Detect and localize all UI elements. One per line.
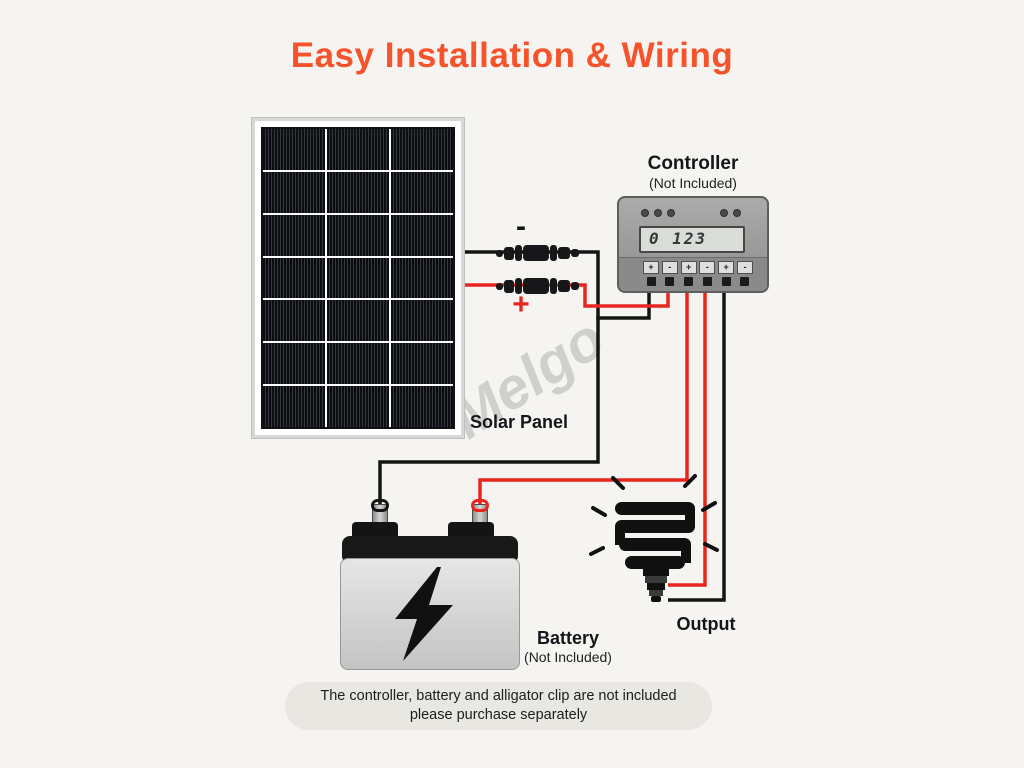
led-icon	[667, 209, 675, 217]
connector-barrel	[504, 246, 514, 260]
solar-cell	[263, 343, 325, 385]
connector-tip	[496, 282, 503, 290]
battery-subtitle: (Not Included)	[524, 649, 612, 665]
solar-cell	[327, 214, 389, 256]
led-icon	[733, 209, 741, 217]
connector-barrel	[504, 279, 514, 293]
solar-cell	[263, 129, 325, 170]
solar-cell	[327, 129, 389, 170]
page-title: Easy Installation & Wiring	[290, 36, 734, 75]
solar-cell	[327, 300, 389, 342]
connector-nut	[515, 278, 522, 294]
terminal-mark: -	[736, 261, 753, 274]
mc4-connector-positive	[496, 278, 579, 294]
solar-cell	[391, 257, 453, 299]
terminal-mark: +	[680, 261, 697, 274]
wire-battery-positive	[478, 288, 689, 506]
wire-load-positive	[668, 288, 707, 587]
solar-cell	[391, 386, 453, 427]
solar-cell	[263, 257, 325, 299]
connector-nut	[550, 245, 557, 261]
connector-tip	[496, 249, 503, 257]
solar-cell	[263, 300, 325, 342]
led-icon	[641, 209, 649, 217]
solar-panel-label: Solar Panel	[470, 412, 569, 432]
battery-label: Battery (Not Included)	[498, 628, 638, 665]
solar-cell	[327, 343, 389, 385]
battery	[340, 558, 520, 670]
terminal: +	[718, 261, 735, 286]
connector-nut	[515, 245, 522, 261]
terminal: +	[643, 261, 659, 286]
controller-device: 0 123 + - + - + -	[617, 196, 769, 293]
terminal: +	[680, 261, 697, 286]
terminal-screw-icon	[740, 277, 750, 286]
terminal-mark: -	[699, 261, 716, 274]
connector-nut	[550, 278, 557, 294]
terminal-mark: +	[643, 261, 659, 274]
minus-sign-label: -	[516, 210, 526, 243]
mc4-connector-negative	[496, 245, 579, 261]
terminal-mark: +	[718, 261, 735, 274]
cfl-bulb-icon	[589, 474, 719, 602]
battery-title: Battery	[536, 628, 600, 648]
output-label: Output	[676, 614, 736, 634]
controller-display: 0 123	[639, 226, 745, 253]
battery-terminal-cap	[352, 522, 398, 540]
solar-cell	[391, 171, 453, 213]
connector-barrel	[558, 280, 570, 292]
controller-leds-left	[641, 209, 675, 217]
solar-cell	[391, 343, 453, 385]
controller-terminals: + - + - + -	[643, 261, 753, 286]
connector-tip	[571, 282, 579, 290]
plus-sign-label: +	[512, 288, 530, 321]
solar-cell	[327, 386, 389, 427]
terminal-screw-icon	[646, 277, 656, 286]
terminal-screw-icon	[665, 277, 675, 286]
negative-clip-icon	[371, 499, 389, 512]
solar-cell	[391, 300, 453, 342]
terminal: -	[699, 261, 716, 286]
lightning-bolt-icon	[395, 567, 453, 661]
connector-barrel	[558, 247, 570, 259]
terminal: -	[736, 261, 753, 286]
terminal-mark: -	[661, 261, 678, 274]
positive-clip-icon	[471, 499, 489, 512]
terminal-screw-icon	[702, 277, 712, 286]
solar-panel-cells	[261, 127, 455, 429]
led-icon	[720, 209, 728, 217]
terminal: -	[661, 261, 678, 286]
solar-cell	[327, 171, 389, 213]
controller-terminal-strip: + - + - + -	[619, 257, 767, 291]
solar-panel	[252, 118, 464, 438]
footer-note: The controller, battery and alligator cl…	[285, 682, 712, 730]
wire-load-negative	[668, 288, 726, 602]
connector-body	[523, 278, 549, 294]
solar-cell	[327, 257, 389, 299]
controller-leds-right	[720, 209, 741, 217]
terminal-screw-icon	[721, 277, 731, 286]
solar-cell	[391, 214, 453, 256]
wire-battery-negative	[378, 316, 600, 506]
battery-terminal-cap	[448, 522, 494, 540]
solar-cell	[263, 214, 325, 256]
solar-cell	[391, 129, 453, 170]
controller-subtitle: (Not Included)	[649, 175, 737, 191]
controller-title: Controller	[647, 153, 739, 174]
led-icon	[654, 209, 662, 217]
controller-label: Controller (Not Included)	[600, 153, 786, 191]
footer-note-line1: The controller, battery and alligator cl…	[320, 688, 677, 704]
footer-note-line2: please purchase separately	[409, 707, 588, 723]
connector-tip	[571, 249, 579, 257]
terminal-screw-icon	[684, 277, 694, 286]
connector-body	[523, 245, 549, 261]
solar-cell	[263, 386, 325, 427]
solar-cell	[263, 171, 325, 213]
